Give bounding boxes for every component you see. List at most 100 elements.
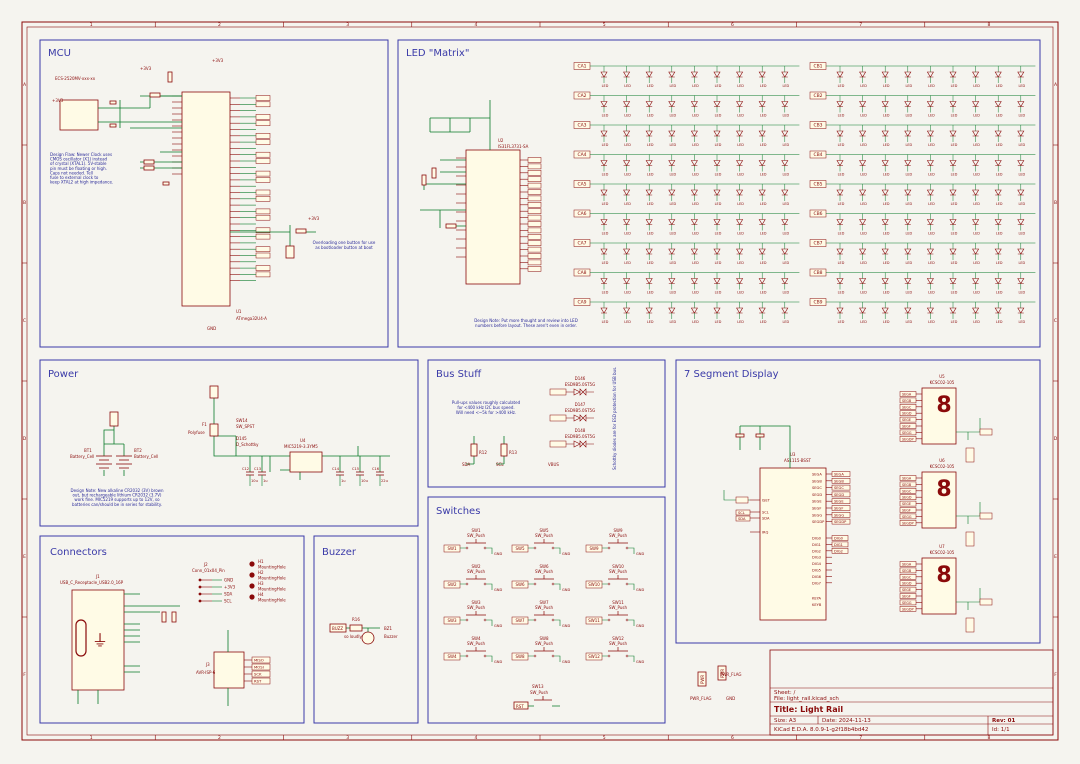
switch-net-text: SW10 <box>588 582 600 587</box>
frame-col-top: 7 <box>859 22 862 28</box>
led-diode <box>781 160 789 167</box>
mcu-net-label <box>255 189 271 196</box>
mcu-net-label <box>255 252 271 259</box>
isp-name: AVR-ISP-6 <box>196 670 216 675</box>
led-label: LED <box>883 320 890 324</box>
seg-driver-net-text: SEGG <box>834 513 844 517</box>
switches-block <box>427 496 666 724</box>
led-label: LED <box>951 232 958 236</box>
led-label: LED <box>996 202 1003 206</box>
switch-net-label <box>443 616 461 625</box>
led-diode <box>690 160 698 167</box>
led-diode <box>926 160 934 167</box>
led-diode <box>949 278 957 285</box>
led-driver-net-label <box>527 163 542 170</box>
seg-display-net-text: SEGDP <box>902 607 914 611</box>
led-diode <box>713 101 721 108</box>
led-label: LED <box>905 84 912 88</box>
frame-col-bottom: 4 <box>474 735 477 741</box>
switch-contact <box>551 654 555 658</box>
seg-driver-left-label: ISET <box>762 499 771 503</box>
led-diode <box>859 101 867 108</box>
led-diode <box>859 307 867 314</box>
led-label: LED <box>624 232 631 236</box>
led-design-note: Design Note: Put more thought and review… <box>474 318 578 328</box>
led-label: LED <box>782 143 789 147</box>
seg-display-net-label <box>899 423 917 429</box>
bus-scl-net: SCL <box>496 462 504 467</box>
seg-driver-ref: U3 <box>790 452 796 457</box>
switch-contact <box>551 546 555 550</box>
pwr-flag-2-net-label: PWR <box>720 669 725 678</box>
led-label: LED <box>996 291 1003 295</box>
seg-driver-net-text: SEGB <box>834 479 844 483</box>
led-driver-ref: U2 <box>498 138 504 143</box>
led-diode <box>1017 189 1025 196</box>
led-diode <box>836 101 844 108</box>
led-label: LED <box>860 114 867 118</box>
seg-driver-key-label: KEYB <box>812 603 822 607</box>
note-line: CMOS oscillator (X1) instead <box>50 157 108 162</box>
switch-actuator <box>534 539 554 544</box>
led-diode <box>1017 248 1025 255</box>
seg-display-net-label <box>899 410 917 416</box>
mounting-hole-name: MountingHole <box>258 598 286 603</box>
switch-wire <box>602 547 635 554</box>
led-diode <box>949 189 957 196</box>
led-diode <box>736 278 744 285</box>
led-diode <box>881 71 889 78</box>
ca-row-text: CA7 <box>577 241 586 247</box>
led-diode <box>994 130 1002 137</box>
led-label: LED <box>647 143 654 147</box>
switch-net-label <box>585 544 603 553</box>
led-label: LED <box>973 202 980 206</box>
seg-scl-text: SCL <box>738 511 745 515</box>
led-label: LED <box>1018 320 1025 324</box>
led-diode <box>859 71 867 78</box>
led-driver-pins <box>456 157 542 272</box>
seg-driver-name: AS1115-BSST <box>784 458 812 463</box>
seg-driver-net-label <box>831 498 851 504</box>
led-label: LED <box>1018 261 1025 265</box>
led-diode <box>926 189 934 196</box>
led-diode <box>836 219 844 226</box>
ca-row-text: CA5 <box>577 182 586 188</box>
led-diode <box>645 101 653 108</box>
led-label: LED <box>860 143 867 147</box>
led-label: LED <box>737 84 744 88</box>
ca-row-text: CA6 <box>577 211 586 217</box>
note-line: Design Flaw: Newer Clock uses <box>50 152 112 157</box>
switch-contact <box>483 582 487 586</box>
ca-row-text: CA4 <box>577 152 586 158</box>
seg-driver-left-label: SCL <box>762 511 769 515</box>
note-line: batteries can/should be in series for st… <box>72 502 162 507</box>
led-label: LED <box>1018 84 1025 88</box>
switch-contact <box>625 654 629 658</box>
led-diode <box>690 307 698 314</box>
switch-wire <box>460 619 493 626</box>
seg-display-net-label <box>899 488 917 494</box>
switch-actuator <box>534 575 554 580</box>
seg-display-digit: 8 <box>936 393 951 418</box>
bus-esd-diode <box>566 414 594 422</box>
switch-name: SW_Push <box>467 641 485 646</box>
seg-display-net-text: SEGG <box>902 601 912 605</box>
seg-display-body <box>921 557 957 615</box>
seg-display-dig-label <box>965 617 975 633</box>
frame-row-right: F <box>1054 672 1057 678</box>
ca-row-text: CA8 <box>577 270 586 276</box>
seg-display-net-label <box>899 397 917 404</box>
led-diode <box>904 219 912 226</box>
titleblock-file: File: light_rail.kicad_sch <box>774 696 839 702</box>
seg-driver-dig-label: DIG2 <box>812 549 821 553</box>
led-diode <box>600 101 608 108</box>
led-diode <box>668 189 676 196</box>
titleblock-id: Id: 1/1 <box>992 727 1010 733</box>
led-label: LED <box>905 143 912 147</box>
led-diode <box>600 130 608 137</box>
led-label: LED <box>602 114 609 118</box>
led-label: LED <box>928 202 935 206</box>
led-diode <box>623 160 631 167</box>
connectors-section: ⏚ J1 USB_C_Receptacle_USB2.0_16P J2 Conn… <box>60 559 286 706</box>
